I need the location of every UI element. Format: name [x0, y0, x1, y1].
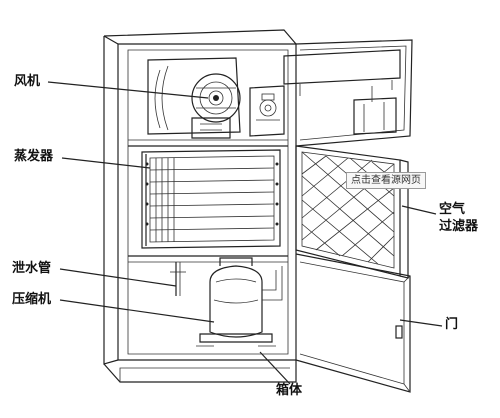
label-air-filter-line2: 过滤器 — [439, 219, 479, 234]
cabinet-body — [103, 29, 297, 383]
label-air-filter: 空气 过滤器 — [439, 201, 478, 235]
label-cabinet: 箱体 — [276, 383, 303, 398]
label-evaporator: 蒸发器 — [14, 149, 54, 164]
leader-lines — [47, 81, 443, 385]
fan-compartment — [128, 57, 288, 147]
lower-compartment — [128, 255, 288, 347]
view-source-tooltip[interactable]: 点击查看源网页 — [346, 172, 426, 189]
evaporator-coil — [141, 149, 281, 249]
lower-door — [295, 253, 411, 393]
label-compressor: 压缩机 — [12, 292, 52, 307]
label-air-filter-line1: 空气 — [439, 202, 466, 217]
label-door: 门 — [445, 317, 459, 332]
label-drain-pipe: 泄水管 — [12, 261, 52, 276]
filter-door — [283, 39, 413, 279]
label-fan: 风机 — [14, 74, 41, 89]
